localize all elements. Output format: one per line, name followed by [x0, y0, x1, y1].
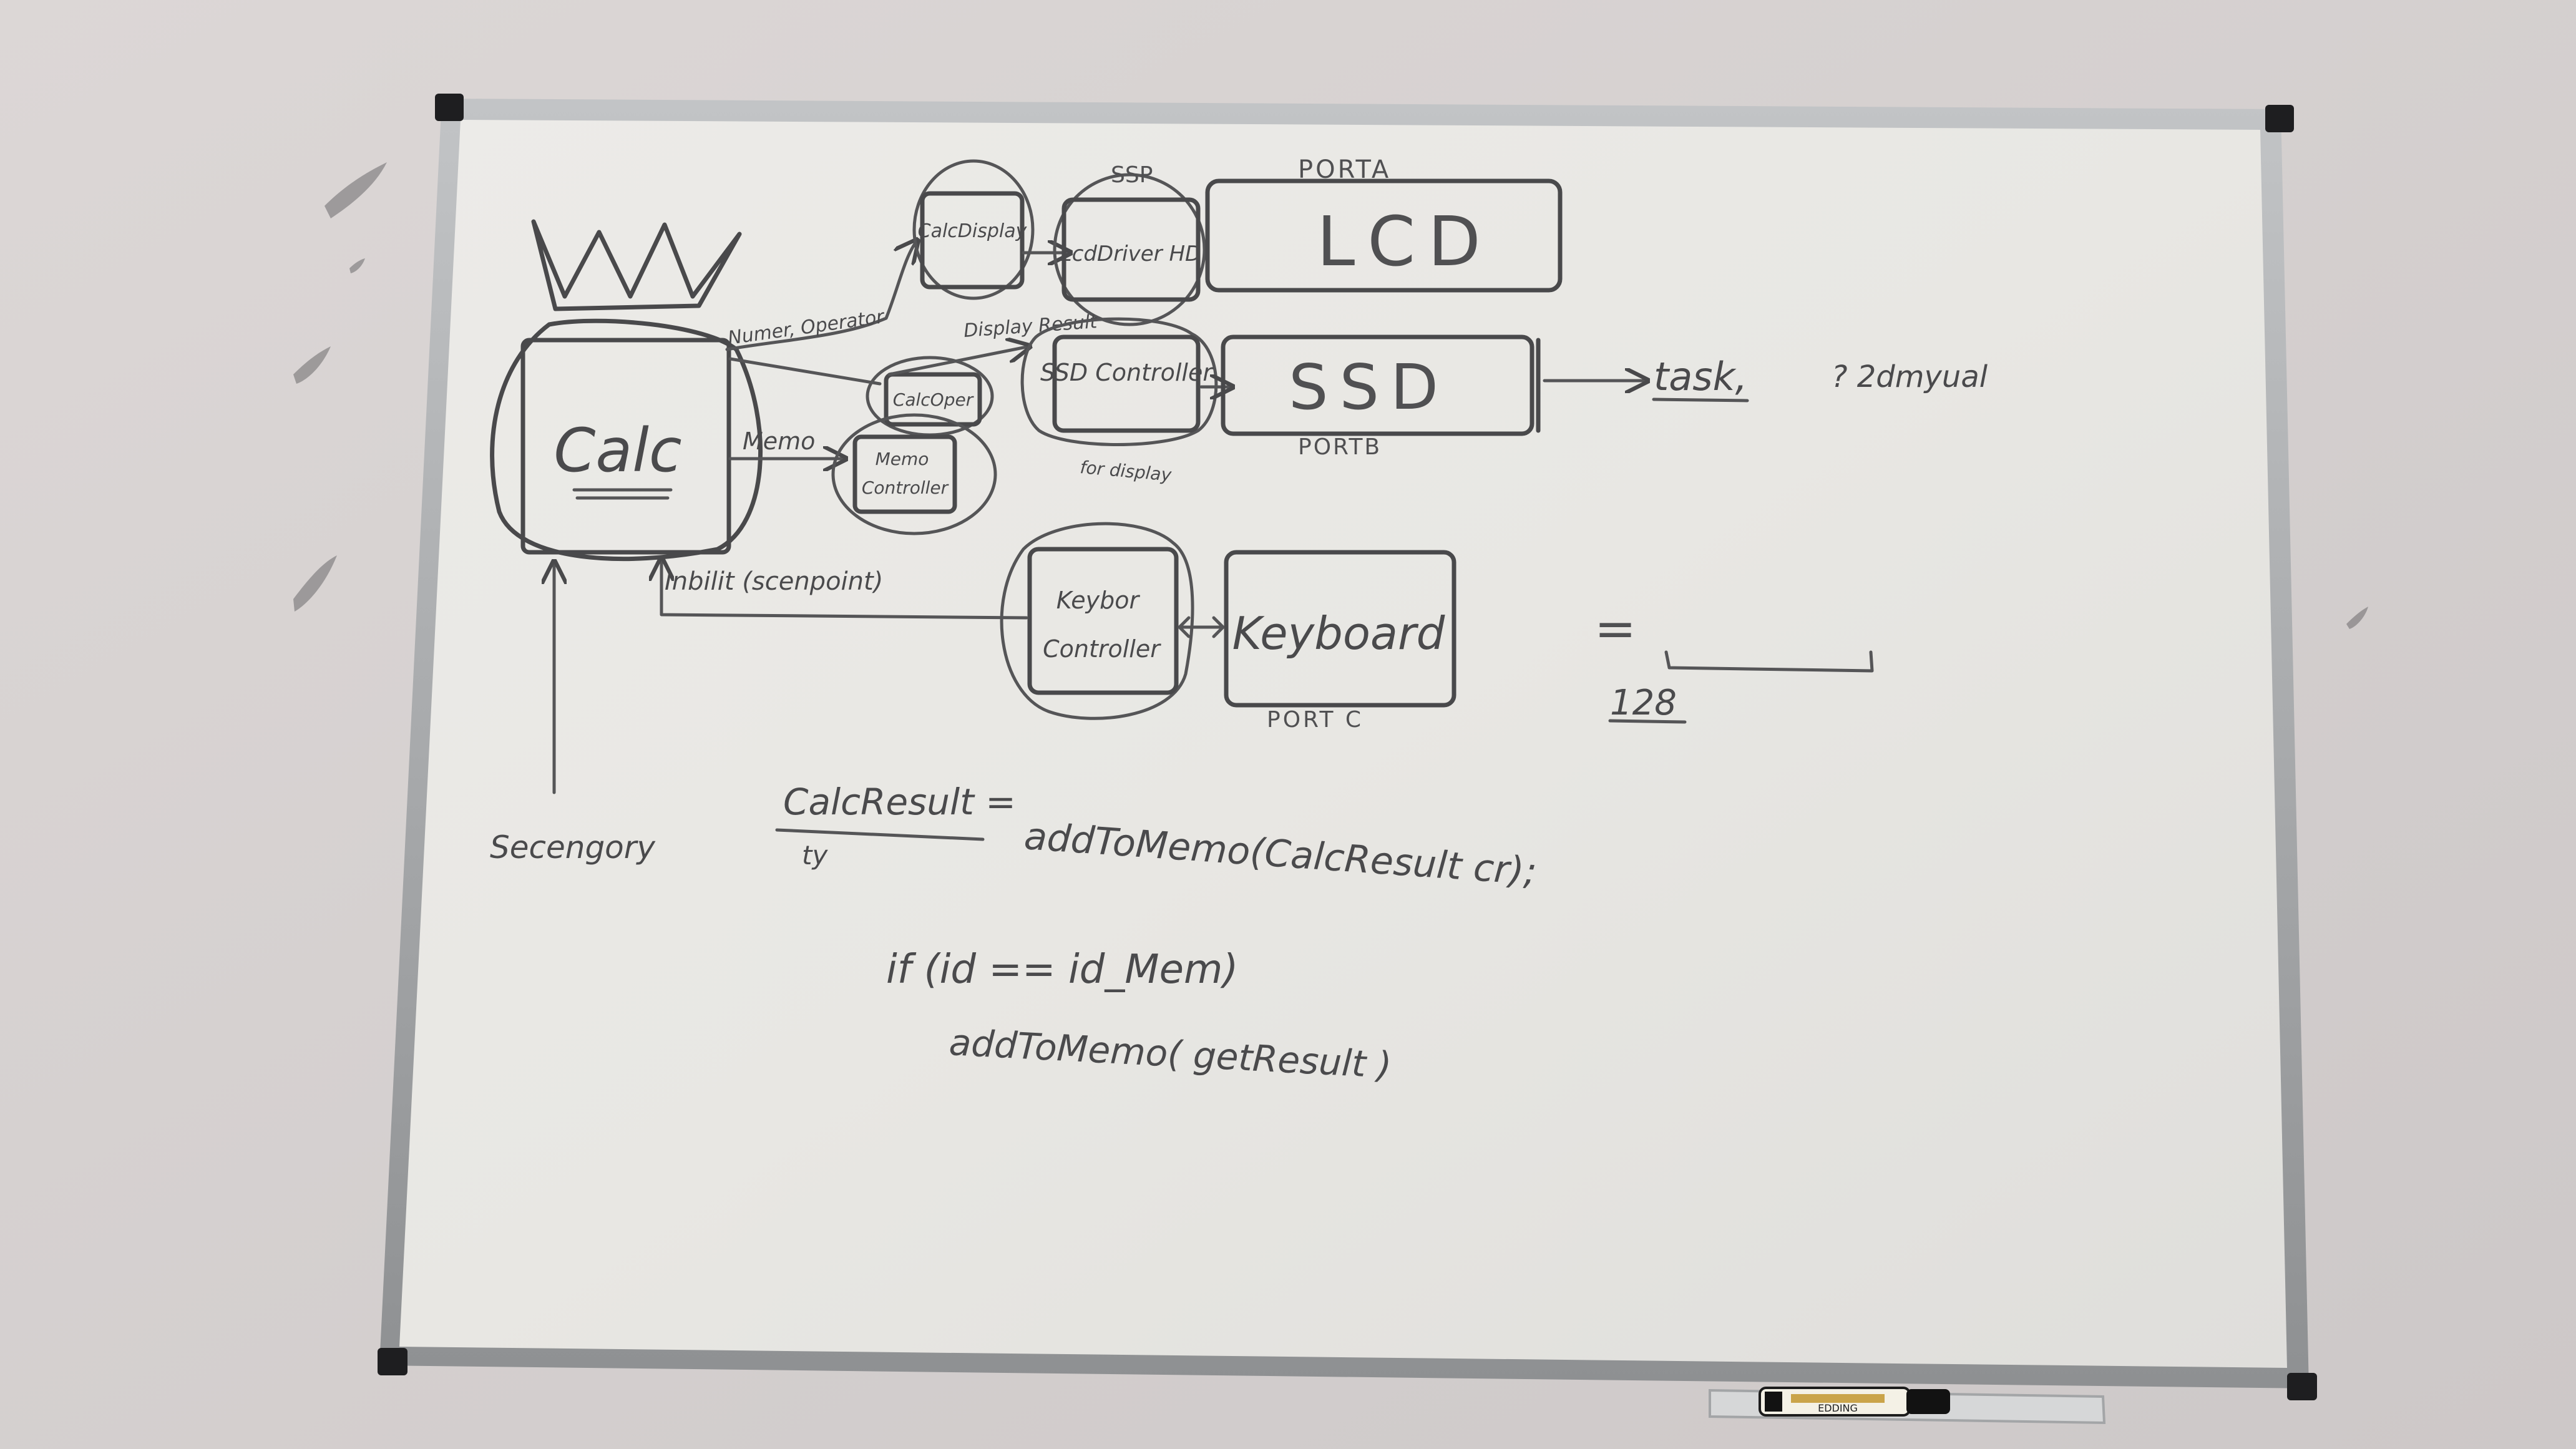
code-line1-fraction-bar	[775, 828, 985, 841]
port-ssp: SSP	[1111, 162, 1153, 188]
calc-bag-outline	[490, 318, 763, 562]
ssd-box	[1221, 334, 1534, 436]
edge-numer-operator	[725, 240, 917, 351]
lcd-box	[1205, 178, 1563, 293]
label-memo: Memo	[743, 427, 815, 455]
calcoper-box	[884, 372, 982, 427]
keyboard-box	[1224, 550, 1456, 708]
calc-label: Calc	[554, 416, 681, 485]
wall-scuffs	[293, 162, 2368, 629]
note-bits-line	[1664, 650, 1874, 673]
port-b: PORTB	[1298, 434, 1382, 460]
board-surface	[399, 120, 2287, 1368]
note-128-underline	[1608, 719, 1687, 724]
note-eq: =	[1594, 600, 1636, 658]
edge-keyboard-controller-double	[1178, 616, 1225, 638]
calcoper-label: CalcOper	[893, 389, 974, 410]
memocontroller-label: Memo Controller	[862, 449, 949, 498]
edge-keyboard-to-calc	[661, 559, 1028, 620]
calcdisplay-label: CalcDisplay	[918, 220, 1028, 242]
crown-drawing	[531, 219, 742, 311]
whiteboard-marker: EDDING	[1759, 1387, 1950, 1417]
label-secengory: Secengory	[490, 829, 656, 866]
note-task: task,	[1654, 354, 1747, 399]
calcdisplay-circle	[912, 159, 1035, 300]
marker-label: EDDING	[1818, 1402, 1858, 1414]
note-task-underline	[1652, 398, 1749, 402]
label-inbilit: Inbilit (scenpoint)	[665, 567, 883, 596]
frame-corner-caps	[378, 94, 2317, 1400]
lcd-label: LCD	[1317, 202, 1493, 281]
port-a: PORTA	[1298, 155, 1391, 184]
code-line1-lhs-sub: ty	[802, 840, 828, 871]
memocontroller-circle	[831, 413, 997, 535]
code-line1-lhs: CalcResult =	[783, 781, 1016, 823]
ssdcontroller-label: SSD Controller	[1040, 359, 1214, 386]
ssdcontroller-cloud	[1020, 317, 1218, 446]
calcdisplay-box	[920, 191, 1025, 290]
keyboardcontroller-box	[1027, 547, 1179, 695]
lcddriver-box	[1061, 197, 1201, 302]
calc-underline	[572, 488, 673, 500]
calc-box	[520, 338, 731, 555]
note-128: 128	[1610, 683, 1677, 723]
edge-calcoper-to-ssd	[887, 346, 1030, 376]
lcddriver-label: LcdDriver HD	[1060, 242, 1201, 266]
ssd-label: SSD	[1289, 351, 1450, 424]
note-question: ? 2dmyual	[1832, 359, 1988, 394]
ssdcontroller-box	[1052, 334, 1201, 433]
lcddriver-circle	[1053, 173, 1206, 326]
port-c: PORT C	[1267, 707, 1364, 733]
memocontroller-box	[852, 434, 957, 514]
code-line2: if (id == id_Mem)	[886, 947, 1238, 993]
keyboard-label: Keyboard	[1232, 607, 1446, 660]
edge-calc-to-calcoper	[728, 357, 882, 386]
keyboardcontroller-cloud	[1000, 522, 1194, 720]
keyboardcontroller-label: Keybor Controller	[1043, 587, 1161, 663]
